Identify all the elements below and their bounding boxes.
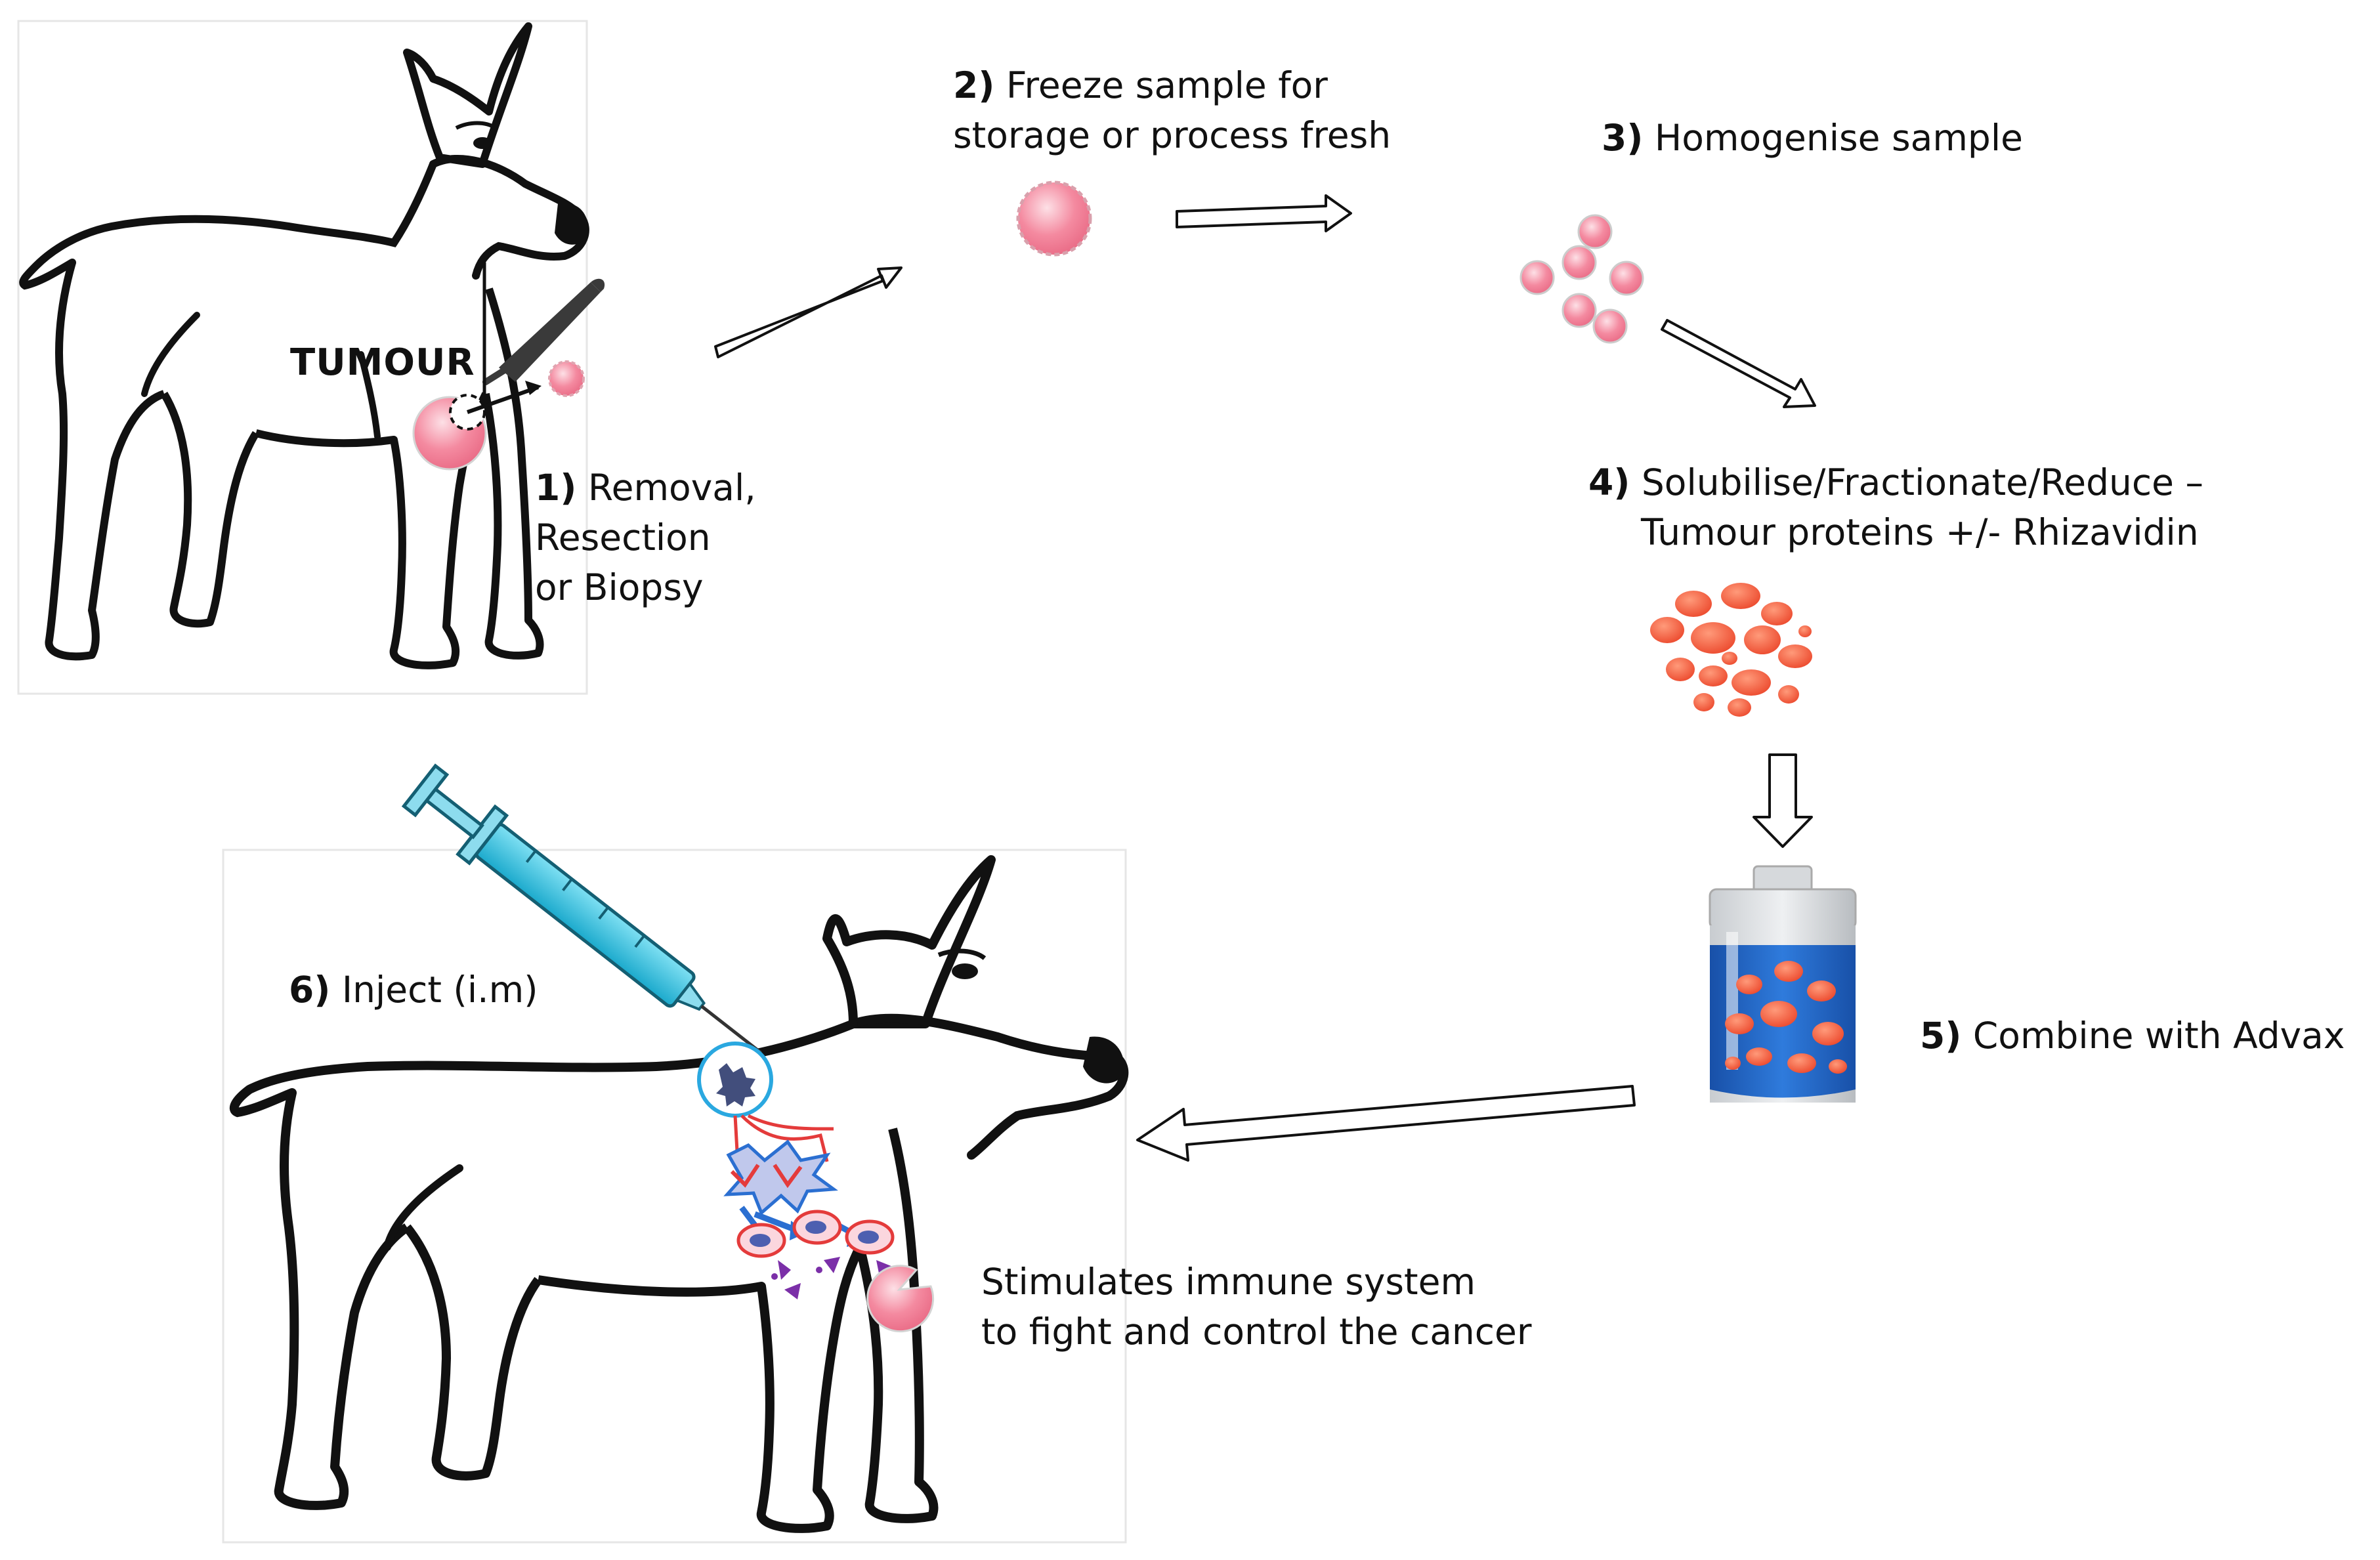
step2-line1: Freeze sample for: [1006, 64, 1328, 106]
arrow-step2-to-step3: [1176, 194, 1352, 232]
step3-line1: Homogenise sample: [1654, 117, 2023, 159]
excision-arrow-icon: [467, 381, 542, 414]
vial-advax: [1709, 865, 1857, 1103]
result-line1: Stimulates immune system: [981, 1261, 1476, 1303]
step2-number: 2): [953, 64, 995, 106]
result-line2: to fight and control the cancer: [981, 1311, 1532, 1353]
step2-line2: storage or process fresh: [953, 114, 1392, 156]
protein-fragments: [1650, 583, 1812, 717]
step6-number: 6): [289, 969, 331, 1011]
syringe-icon: [401, 763, 762, 1054]
arrow-step5-to-step6: [1136, 1085, 1636, 1162]
step6-label: 6) Inject (i.m): [289, 965, 538, 1015]
injection-site: [697, 1042, 773, 1118]
homogenised-particles: [1519, 214, 1644, 344]
immune-cells: [736, 1210, 895, 1258]
step5-number: 5): [1920, 1015, 1962, 1057]
result-label: Stimulates immune system to fight and co…: [981, 1257, 1531, 1357]
arrow-step4-to-step5: [1753, 753, 1813, 848]
scalpel-icon: [482, 263, 605, 407]
tumour-being-attacked: [866, 1265, 935, 1333]
tumour-mass: [412, 394, 487, 471]
step1-number: 1): [535, 467, 577, 509]
step1-line3: or Biopsy: [535, 566, 704, 608]
arrow-step3-to-step4: [1661, 319, 1816, 408]
step3-number: 3): [1602, 117, 1644, 159]
tumour-label: TUMOUR: [290, 341, 475, 384]
step4-line2: Tumour proteins +/- Rhizavidin: [1641, 511, 2199, 553]
step4-label: 4) Solubilise/Fractionate/Reduce – Tumou…: [1588, 457, 2203, 557]
step4-line1: Solubilise/Fractionate/Reduce –: [1641, 461, 2203, 503]
arrow-step1-to-step2: [714, 266, 903, 358]
frozen-sample: [1016, 180, 1092, 257]
dog-illustration-top: [17, 20, 589, 695]
step1-line2: Resection: [535, 516, 711, 559]
step1-line1: Removal,: [587, 467, 756, 509]
step6-line1: Inject (i.m): [341, 969, 538, 1011]
step5-line1: Combine with Advax: [1972, 1015, 2345, 1057]
step1-label: 1) Removal, Resection or Biopsy: [535, 463, 756, 612]
step4-number: 4): [1588, 461, 1630, 503]
step2-label: 2) Freeze sample for storage or process …: [953, 60, 1391, 160]
dog-illustration-bottom: [222, 849, 1129, 1544]
tumour-sample-small: [548, 360, 585, 397]
step5-label: 5) Combine with Advax: [1920, 1011, 2345, 1061]
step3-label: 3) Homogenise sample: [1602, 113, 2023, 163]
